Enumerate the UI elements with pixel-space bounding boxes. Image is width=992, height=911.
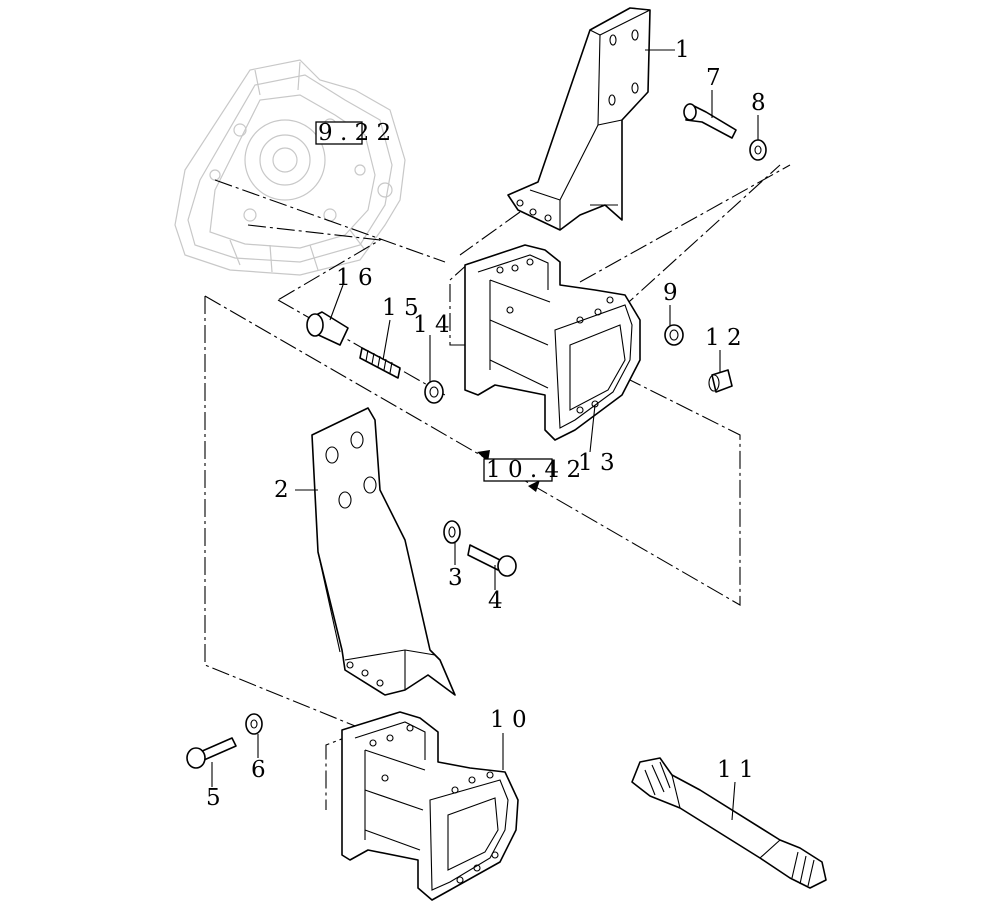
callout-15: 1 5 — [382, 295, 419, 321]
callout-5: 5 — [206, 785, 221, 811]
callout-14: 1 4 — [413, 312, 450, 338]
callout-3: 3 — [448, 565, 463, 591]
callout-8: 8 — [751, 90, 766, 116]
part-13-upper-housing — [464, 244, 641, 453]
callout-12: 1 2 — [705, 325, 742, 351]
callout-2: 2 — [274, 477, 289, 503]
part-11-shaft — [631, 757, 827, 889]
part-2-lower-bracket — [295, 407, 456, 696]
callout-1: 1 — [675, 37, 690, 63]
callout-labels: 1 2 3 4 5 6 7 8 9 1 0 1 1 1 2 1 3 1 4 1 … — [206, 37, 766, 811]
reference-box-gearbox — [315, 121, 363, 145]
reference-section-label: 1 0 . 4 2 — [486, 457, 581, 483]
callout-6: 6 — [251, 757, 266, 783]
reference-10-42: 1 0 . 4 2 — [483, 457, 581, 483]
reference-9-22: 9 . 2 2 — [315, 120, 391, 146]
reference-gearbox-label: 9 . 2 2 — [318, 120, 391, 146]
callout-4: 4 — [488, 588, 503, 614]
callout-13: 1 3 — [578, 450, 615, 476]
small-hardware — [186, 90, 767, 787]
callout-16: 1 6 — [336, 265, 373, 291]
reference-box-section — [483, 458, 553, 482]
callout-9: 9 — [663, 280, 678, 306]
part-1-upper-bracket — [507, 7, 675, 231]
callout-10: 1 0 — [490, 707, 527, 733]
gearbox-housing-ghost — [174, 59, 406, 276]
part-10-lower-housing — [341, 711, 519, 901]
callout-7: 7 — [706, 65, 721, 91]
callout-11: 1 1 — [717, 757, 754, 783]
